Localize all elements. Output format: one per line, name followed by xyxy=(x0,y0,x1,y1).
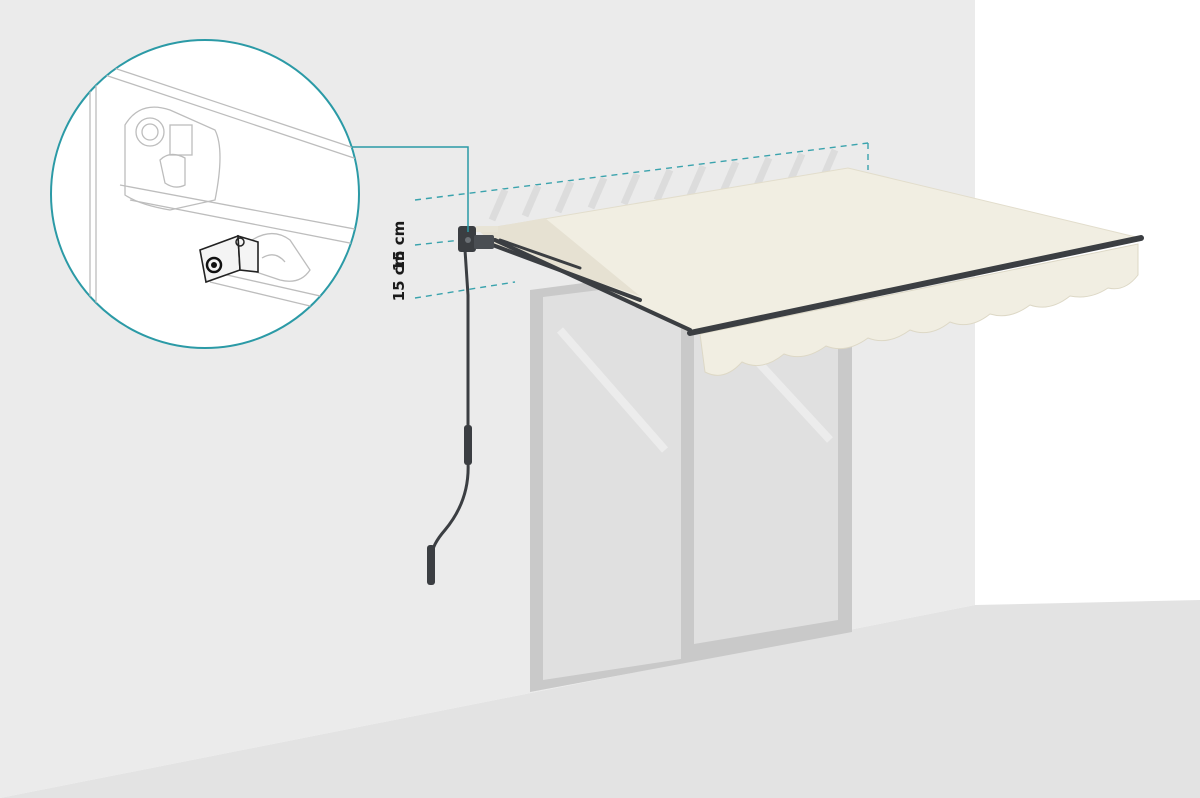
awning-fabric-underside xyxy=(478,218,640,296)
roller-tube xyxy=(476,226,498,232)
front-profile-bar xyxy=(687,235,1144,336)
dimension-label-15cm-lower: 15 cm xyxy=(390,251,408,302)
hand-crank-icon xyxy=(427,249,472,585)
dimension-label-15cm-upper: 15 cm xyxy=(390,221,408,272)
callout-leader-line xyxy=(350,146,469,232)
wall-bracket xyxy=(458,226,494,252)
wall-bracket-detail-icon xyxy=(50,39,360,349)
awning-valance xyxy=(699,243,1139,376)
floor xyxy=(0,600,1200,798)
folding-arms xyxy=(488,238,692,332)
